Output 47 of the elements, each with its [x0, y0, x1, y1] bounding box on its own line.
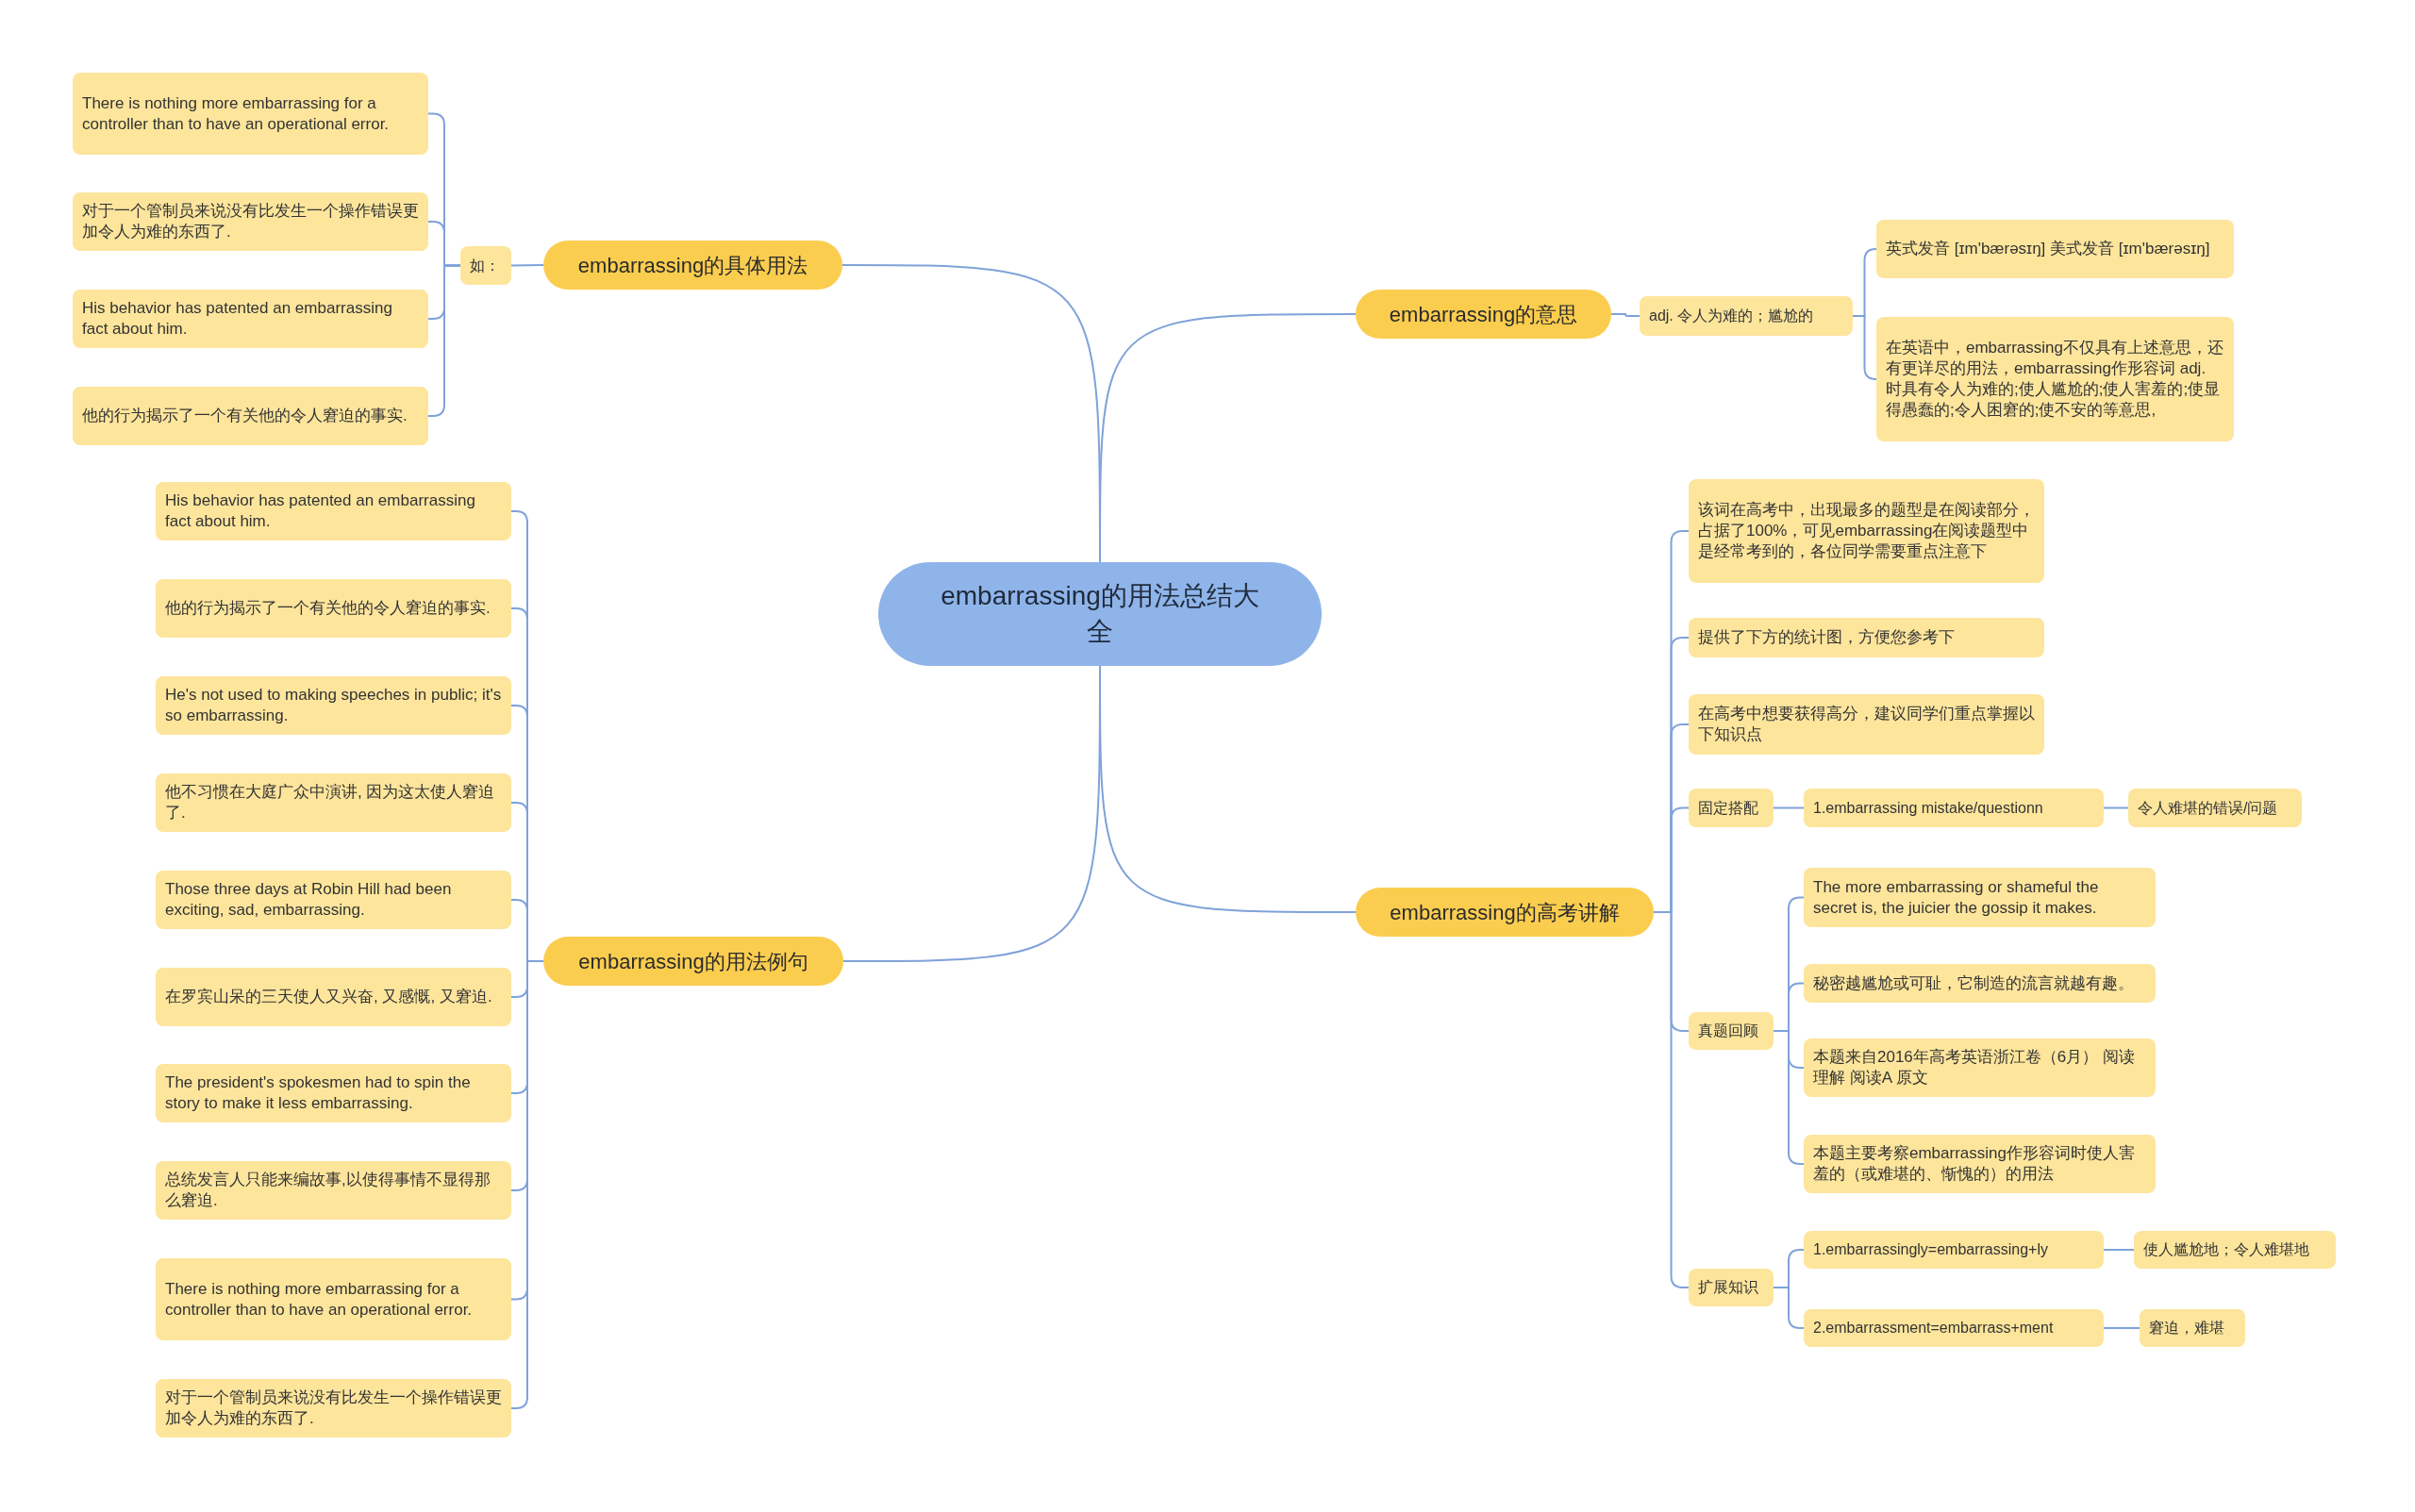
connector-line: [1773, 1287, 1805, 1329]
connector-line: [1610, 313, 1641, 317]
subtopic-box: adj. 令人为难的；尴尬的: [1640, 296, 1853, 336]
note-box: He's not used to making speeches in public; it's so embarrassing.: [156, 676, 511, 735]
connector-line: [510, 264, 544, 267]
subtopic-box: 1.embarrassing mistake/questionn: [1804, 789, 2104, 827]
connector-line: [2103, 806, 2129, 809]
note-box: There is nothing more embarrassing for a controller than to have an operational error.: [156, 1258, 511, 1340]
subtopic-box: 如：: [460, 246, 511, 285]
subtopic-box: 窘迫，难堪: [2140, 1309, 2245, 1347]
note-box: 在高考中想要获得高分，建议同学们重点掌握以下知识点: [1689, 694, 2044, 755]
subtopic-box: 2.embarrassment=embarrass+ment: [1804, 1309, 2104, 1347]
note-box: 在罗宾山呆的三天使人又兴奋, 又感慨, 又窘迫.: [156, 968, 511, 1026]
note-box: 对于一个管制员来说没有比发生一个操作错误更加令人为难的东西了.: [156, 1379, 511, 1437]
note-box: 他的行为揭示了一个有关他的令人窘迫的事实.: [73, 387, 428, 445]
branch-topic: embarrassing的用法例句: [543, 937, 843, 986]
connector-line: [1773, 806, 1805, 809]
connector-line: [2103, 1249, 2135, 1251]
note-box: Those three days at Robin Hill had been exciting, sad, embarrassing.: [156, 871, 511, 929]
note-box: The more embarrassing or shameful the secret is, the juicier the gossip it makes.: [1804, 868, 2156, 927]
note-box: 该词在高考中，出现最多的题型是在阅读部分，占据了100%，可见embarrassing在阅读题型中是经常考到的，各位同学需要重点注意下: [1689, 479, 2044, 583]
note-box: 对于一个管制员来说没有比发生一个操作错误更加令人为难的东西了.: [73, 192, 428, 251]
branch-topic: embarrassing的高考讲解: [1356, 888, 1654, 937]
note-box: 本题来自2016年高考英语浙江卷（6月） 阅读理解 阅读A 原文: [1804, 1038, 2156, 1097]
note-box: 英式发音 [ɪm'bærəsɪŋ] 美式发音 [ɪm'bærəsɪŋ]: [1876, 220, 2234, 278]
note-box: His behavior has patented an embarrassing fact about him.: [156, 482, 511, 540]
note-box: 总统发言人只能来编故事,以使得事情不显得那么窘迫.: [156, 1161, 511, 1220]
subtopic-box: 扩展知识: [1689, 1269, 1774, 1306]
note-box: 在英语中，embarrassing不仅具有上述意思，还有更详尽的用法，embarrassing作形容词 adj. 时具有令人为难的;使人尴尬的;使人害羞的;使显得愚蠢的;令人困窘的;使不安的等意思,: [1876, 317, 2234, 441]
branch-topic: embarrassing的具体用法: [543, 241, 842, 290]
branch-topic: embarrassing的意思: [1356, 290, 1611, 339]
note-box: There is nothing more embarrassing for a controller than to have an operational error.: [73, 73, 428, 155]
subtopic-box: 令人难堪的错误/问题: [2128, 789, 2302, 827]
note-box: 他不习惯在大庭广众中演讲, 因为这太使人窘迫了.: [156, 773, 511, 832]
subtopic-box: 使人尴尬地；令人难堪地: [2134, 1231, 2336, 1269]
central-topic: embarrassing的用法总结大全: [878, 562, 1322, 666]
note-box: 他的行为揭示了一个有关他的令人窘迫的事实.: [156, 579, 511, 638]
subtopic-box: 1.embarrassingly=embarrassing+ly: [1804, 1231, 2104, 1269]
connector-line: [1852, 315, 1877, 380]
connector-line: [2103, 1327, 2140, 1329]
note-box: His behavior has patented an embarrassing fact about him.: [73, 290, 428, 348]
note-box: 本题主要考察embarrassing作形容词时使人害羞的（或难堪的、惭愧的）的用法: [1804, 1135, 2156, 1193]
note-box: 秘密越尴尬或可耻，它制造的流言就越有趣。: [1804, 964, 2156, 1003]
subtopic-box: 真题回顾: [1689, 1012, 1774, 1050]
subtopic-box: 固定搭配: [1689, 789, 1774, 827]
note-box: 提供了下方的统计图，方便您参考下: [1689, 618, 2044, 657]
note-box: The president's spokesmen had to spin the story to make it less embarrassing.: [156, 1064, 511, 1122]
